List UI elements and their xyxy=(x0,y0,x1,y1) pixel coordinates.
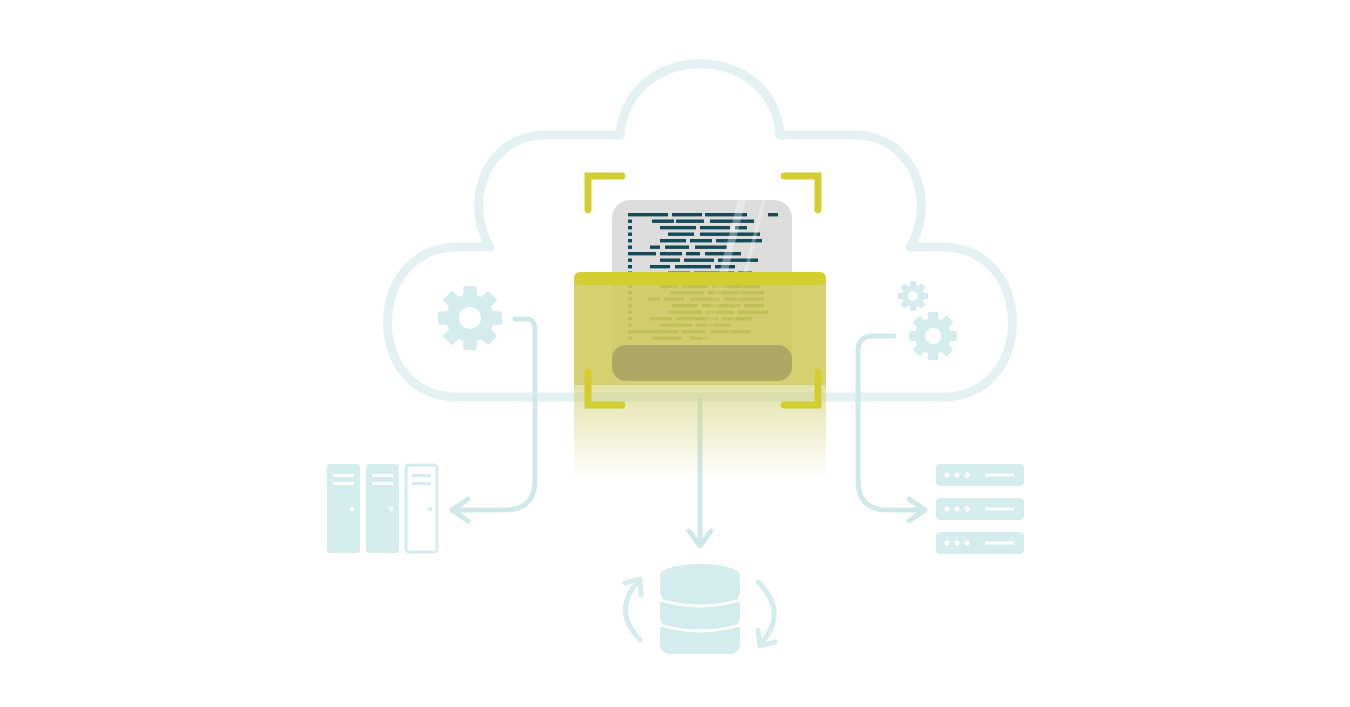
gear-icon xyxy=(438,286,502,350)
tower-servers-icon xyxy=(327,463,439,554)
connector-left xyxy=(449,316,538,524)
scanner-beam xyxy=(574,385,826,480)
connector-right xyxy=(855,333,928,524)
database-sync-icon xyxy=(622,564,778,654)
cloud-outline-icon xyxy=(383,59,1017,402)
scanner-band xyxy=(574,272,826,385)
rack-server-icon xyxy=(936,464,1024,554)
scan-frame-icon xyxy=(584,172,822,409)
gears-icon xyxy=(898,281,957,360)
